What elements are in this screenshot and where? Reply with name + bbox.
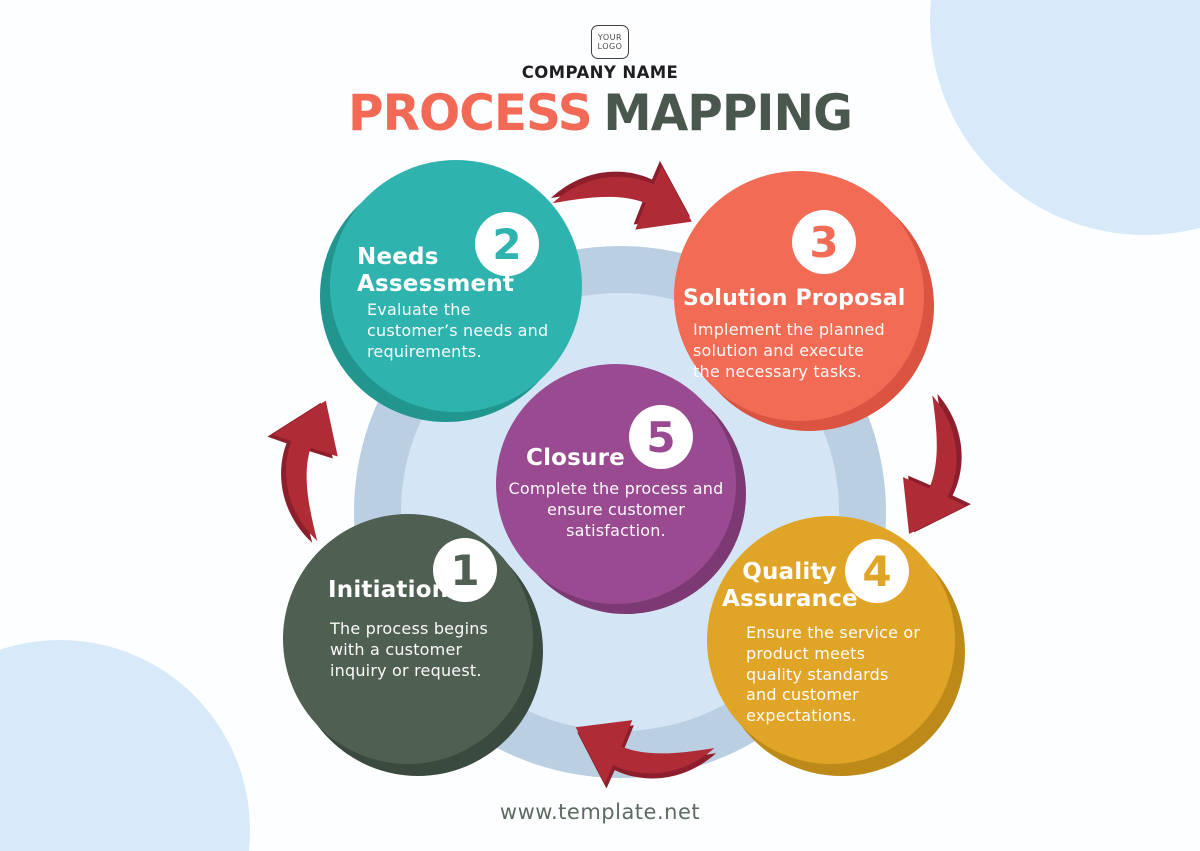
logo-text-line1: YOUR	[597, 32, 623, 42]
step-description: Complete the process and ensure customer…	[508, 479, 724, 540]
step-title: Quality Assurance	[722, 559, 858, 613]
curved-arrow-icon-top	[547, 157, 701, 237]
step-title: Needs Assessment	[357, 244, 515, 298]
step-description: Implement the planned solution and execu…	[693, 320, 885, 381]
step-description: Ensure the service or product meets qual…	[746, 623, 921, 726]
curved-arrow-icon-bottom	[566, 712, 721, 794]
step-number-badge: 2	[475, 212, 539, 276]
step-circle-needs-assessment: 2 Needs Assessment Evaluate the customer…	[330, 160, 582, 412]
step-circle-quality-assurance: 4 Quality Assurance Ensure the service o…	[707, 516, 955, 764]
step-title: Closure	[526, 445, 625, 471]
company-logo-placeholder: YOUR LOGO	[591, 25, 629, 59]
step-description: The process begins with a customer inqui…	[330, 619, 489, 680]
step-number-badge: 3	[792, 210, 856, 274]
step-circle-solution-proposal: 3 Solution Proposal Implement the planne…	[674, 171, 924, 421]
company-name: COMPANY NAME	[521, 63, 679, 82]
logo-text-line2: LOGO	[597, 42, 623, 51]
step-circle-initiation: 1 Initiation The process begins with a c…	[283, 514, 533, 764]
page-title-part2: MAPPING	[603, 84, 853, 142]
step-title: Solution Proposal	[683, 286, 906, 311]
step-number-badge: 5	[629, 405, 693, 469]
curved-arrow-icon-left	[267, 394, 344, 545]
step-number-badge: 4	[845, 539, 909, 603]
step-title: Initiation	[328, 577, 449, 603]
page-title-part1: PROCESS	[348, 84, 593, 142]
website-url: www.template.net	[499, 800, 701, 824]
step-description: Evaluate the customer’s needs and requir…	[367, 300, 549, 361]
step-circle-closure: 5 Closure Complete the process and ensur…	[496, 364, 736, 604]
curved-arrow-icon-right	[894, 389, 979, 545]
step-number-badge: 1	[433, 538, 497, 602]
